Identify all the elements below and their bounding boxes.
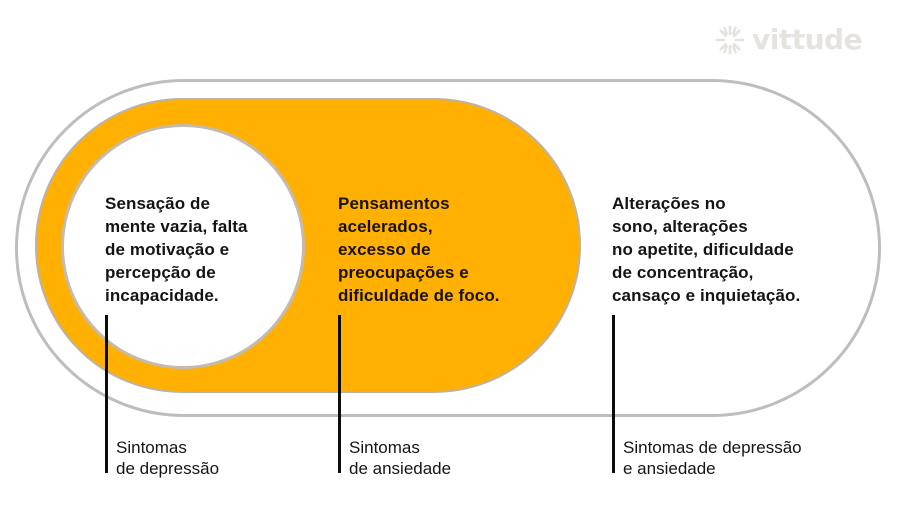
brand-name: vittude [752,23,863,56]
sunburst-logo-icon [715,25,745,55]
depression-symptoms-region [61,124,305,369]
depression-description: Sensação de mente vazia, falta de motiva… [105,194,248,305]
depression-callout-line [105,315,108,473]
combined-description: Alterações no sono, alterações no apetit… [612,194,801,305]
depression-label: Sintomas de depressão [116,438,220,478]
anxiety-callout-line [338,315,341,473]
anxiety-description: Pensamentos acelerados, excesso de preoc… [338,194,500,305]
brand-logo: vittude [714,22,863,58]
anxiety-label: Sintomas de ansiedade [349,438,452,478]
combined-callout-line [612,315,615,473]
combined-label: Sintomas de depressão e ansiedade [623,438,802,478]
